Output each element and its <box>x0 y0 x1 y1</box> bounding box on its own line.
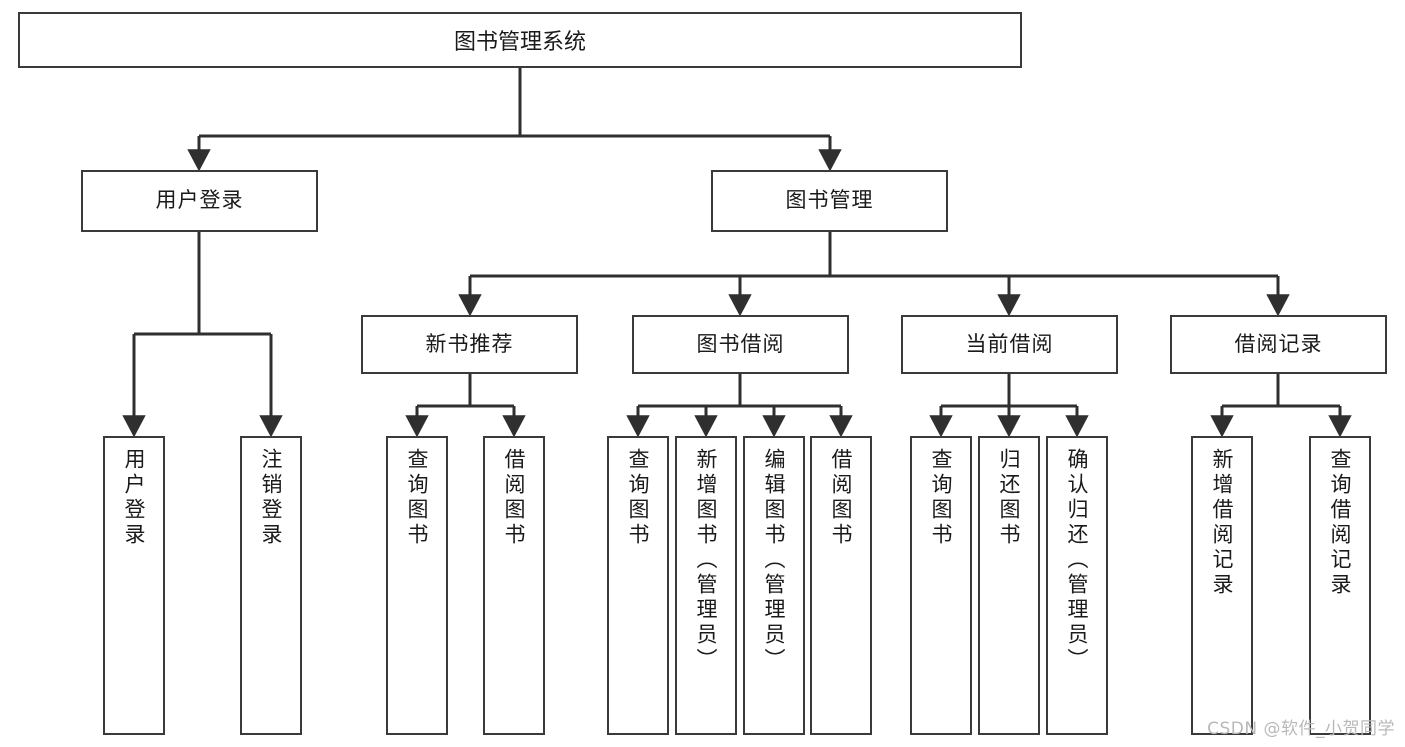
node-user-login-label: 用户登录 <box>155 188 244 213</box>
node-new-book-recommend[interactable]: 新书推荐 <box>361 315 578 374</box>
node-root-system[interactable]: 图书管理系统 <box>18 12 1022 68</box>
leaf-borrow-books-label: 借阅图书 <box>829 448 854 548</box>
node-book-management[interactable]: 图书管理 <box>711 170 948 232</box>
leaf-query-books-borrow-label: 查询图书 <box>626 448 651 548</box>
leaf-borrow-books[interactable]: 借阅图书 <box>810 436 872 735</box>
leaf-query-books-recommend[interactable]: 查询图书 <box>386 436 448 735</box>
leaf-confirm-return-admin[interactable]: 确认归还（管理员） <box>1046 436 1108 735</box>
node-book-borrow[interactable]: 图书借阅 <box>632 315 849 374</box>
leaf-add-borrow-record-label: 新增借阅记录 <box>1210 448 1235 598</box>
node-book-management-label: 图书管理 <box>785 188 874 213</box>
leaf-add-book-admin[interactable]: 新增图书（管理员） <box>675 436 737 735</box>
csdn-watermark: CSDN @软件_小贺同学 <box>1207 719 1395 739</box>
leaf-return-books-label: 归还图书 <box>997 448 1022 548</box>
leaf-add-borrow-record[interactable]: 新增借阅记录 <box>1191 436 1253 735</box>
leaf-query-books-current[interactable]: 查询图书 <box>910 436 972 735</box>
leaf-borrow-books-recommend-label: 借阅图书 <box>502 448 527 548</box>
leaf-query-books-borrow[interactable]: 查询图书 <box>607 436 669 735</box>
node-new-book-recommend-label: 新书推荐 <box>425 331 514 356</box>
leaf-query-borrow-record-label: 查询借阅记录 <box>1328 448 1353 598</box>
leaf-user-login[interactable]: 用户登录 <box>103 436 165 735</box>
leaf-logout[interactable]: 注销登录 <box>240 436 302 735</box>
leaf-logout-label: 注销登录 <box>259 448 284 548</box>
leaf-query-books-current-label: 查询图书 <box>929 448 954 548</box>
node-borrow-records-label: 借阅记录 <box>1234 331 1323 356</box>
node-user-login[interactable]: 用户登录 <box>81 170 318 232</box>
leaf-user-login-label: 用户登录 <box>122 448 147 548</box>
node-current-borrow-label: 当前借阅 <box>965 331 1054 356</box>
node-book-borrow-label: 图书借阅 <box>696 331 785 356</box>
leaf-edit-book-admin[interactable]: 编辑图书（管理员） <box>743 436 805 735</box>
leaf-borrow-books-recommend[interactable]: 借阅图书 <box>483 436 545 735</box>
node-root-label: 图书管理系统 <box>453 30 586 55</box>
leaf-add-book-admin-label: 新增图书（管理员） <box>694 448 719 673</box>
leaf-edit-book-admin-label: 编辑图书（管理员） <box>762 448 787 673</box>
node-current-borrow[interactable]: 当前借阅 <box>901 315 1118 374</box>
leaf-return-books[interactable]: 归还图书 <box>978 436 1040 735</box>
leaf-query-books-recommend-label: 查询图书 <box>405 448 430 548</box>
node-borrow-records[interactable]: 借阅记录 <box>1170 315 1387 374</box>
leaf-query-borrow-record[interactable]: 查询借阅记录 <box>1309 436 1371 735</box>
leaf-confirm-return-admin-label: 确认归还（管理员） <box>1065 448 1090 673</box>
